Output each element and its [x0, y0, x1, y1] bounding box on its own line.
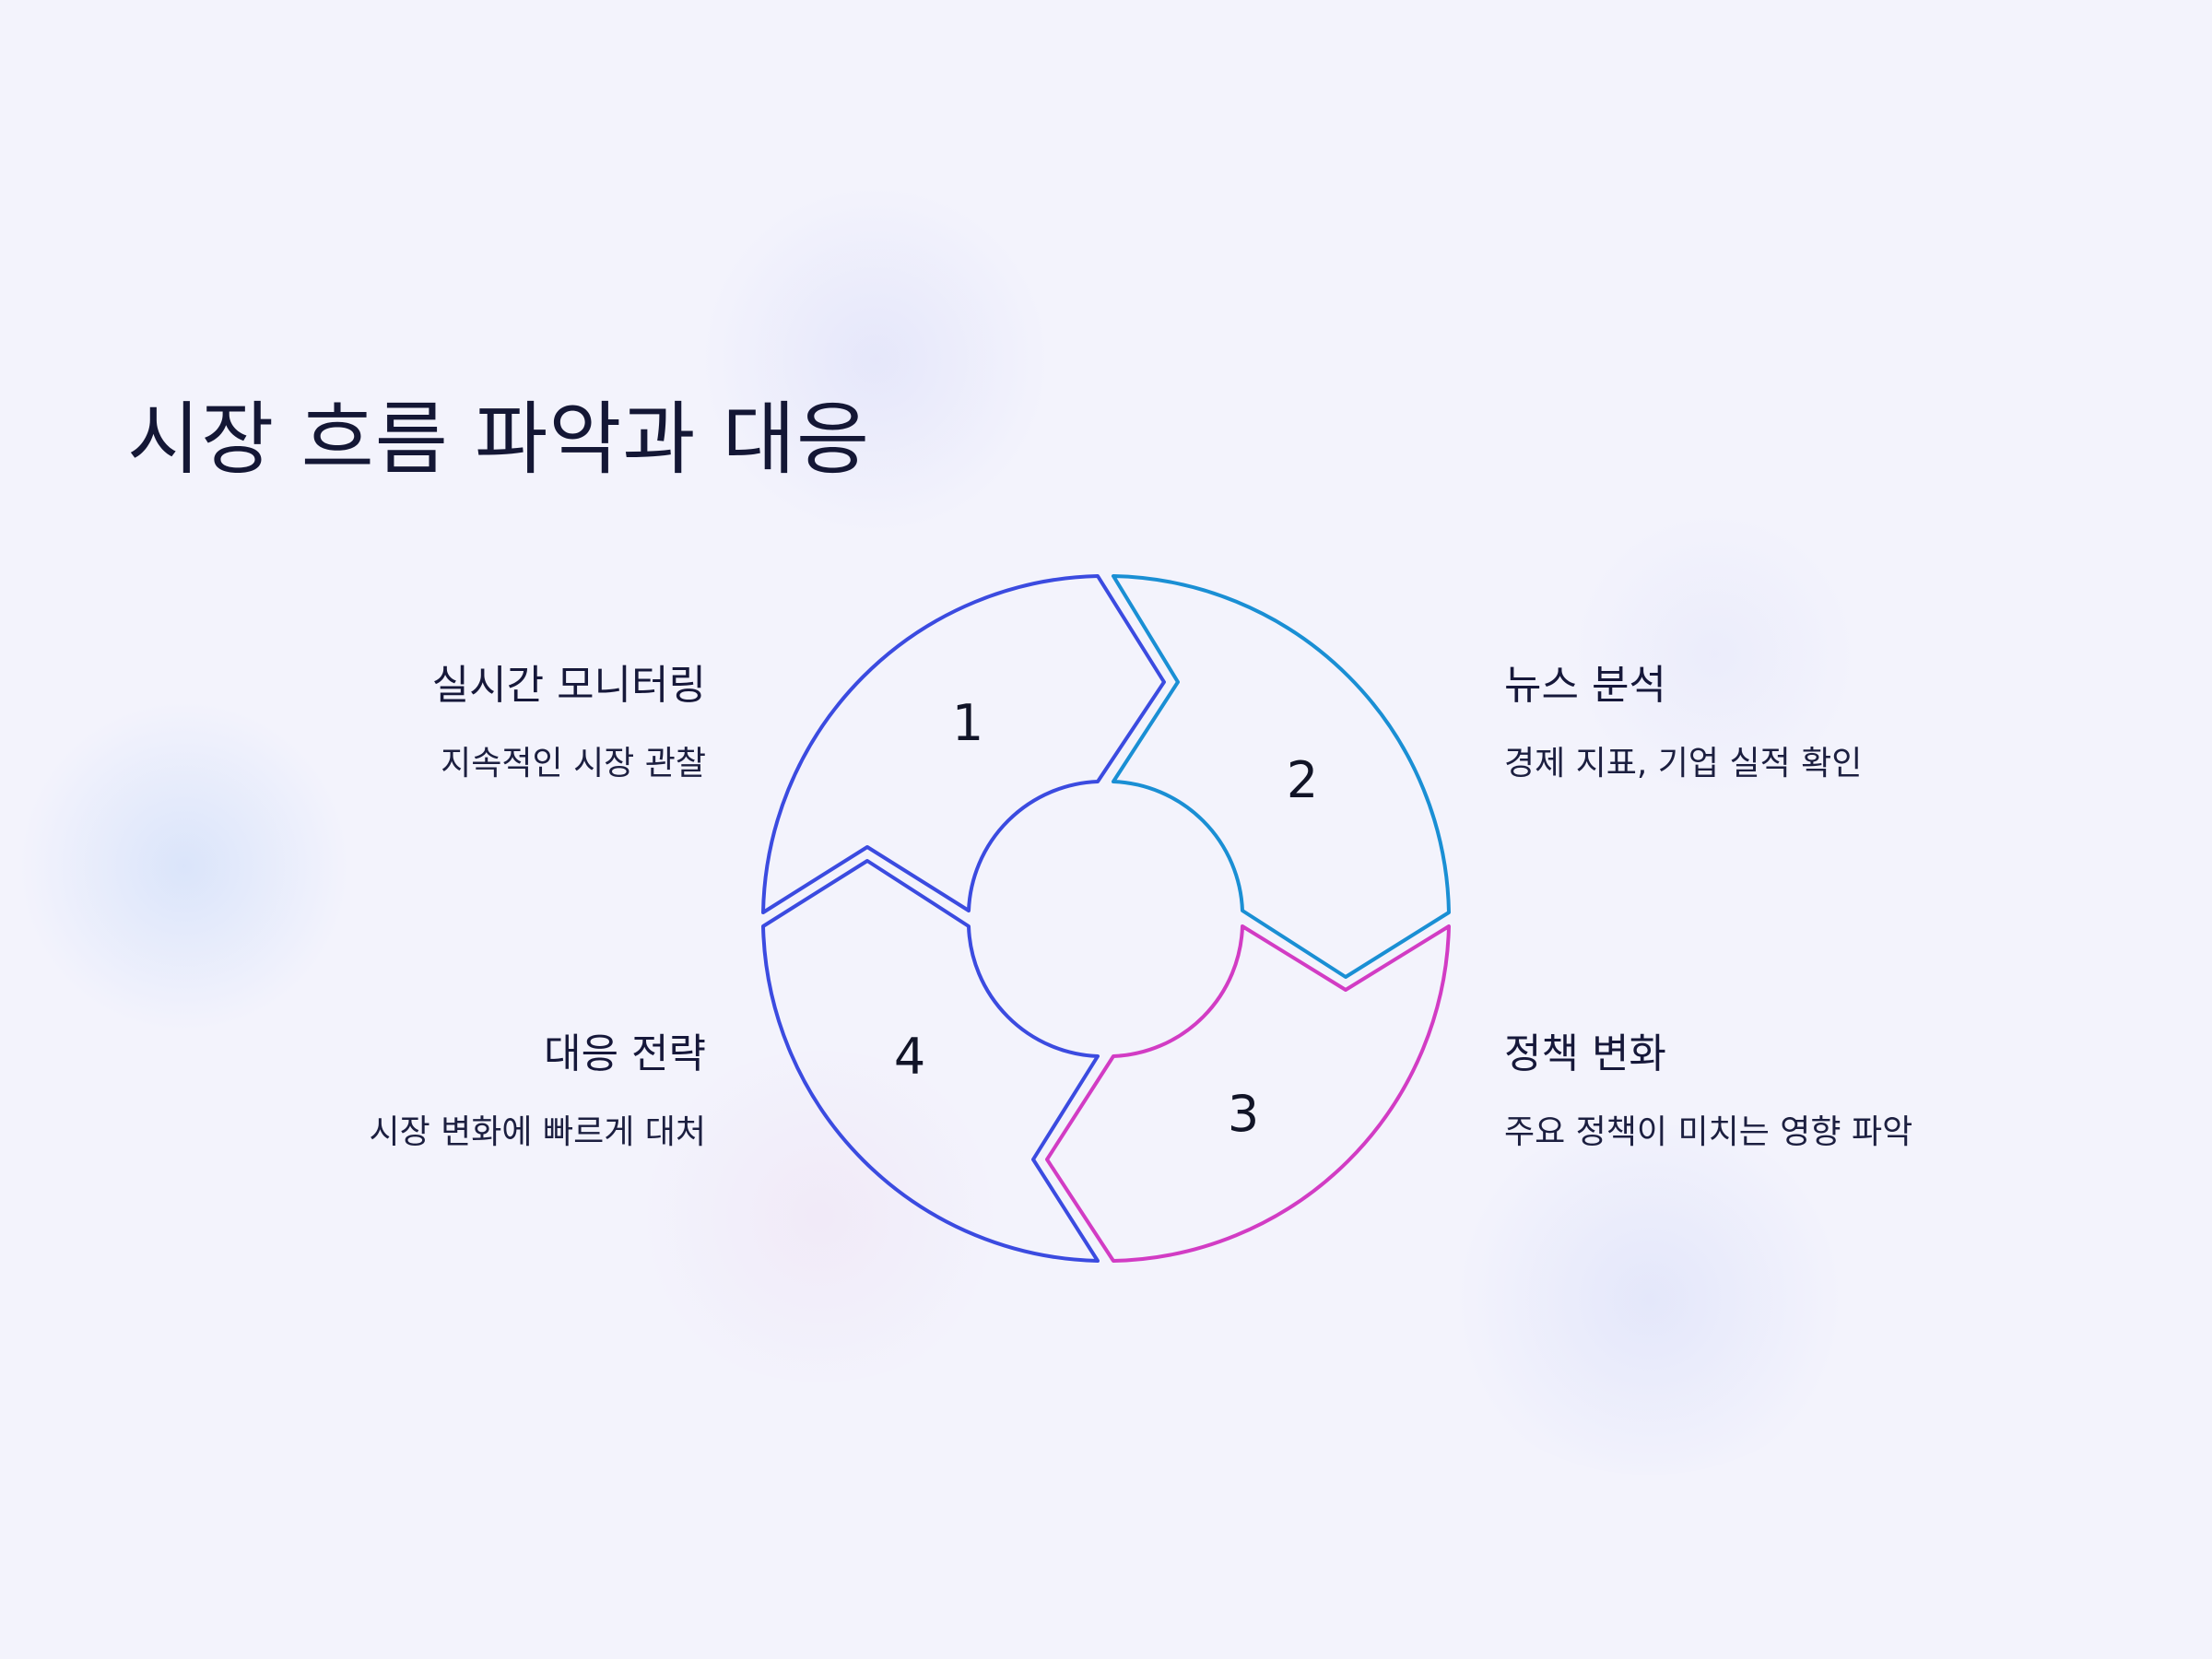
step-label-2: 뉴스 분석 경제 지표, 기업 실적 확인	[1504, 662, 2020, 783]
step-description: 지속적인 시장 관찰	[441, 744, 706, 782]
cycle-segment-4	[761, 859, 1100, 1263]
step-number-3: 3	[1228, 1085, 1259, 1143]
page-title: 시장 흐름 파악과 대응	[127, 394, 871, 486]
step-label-3: 정책 변화 주요 정책이 미치는 영향 파악	[1504, 1030, 2020, 1152]
step-title: 뉴스 분석	[1504, 662, 1666, 709]
step-description: 경제 지표, 기업 실적 확인	[1504, 744, 1863, 782]
step-number-1: 1	[952, 694, 983, 752]
step-label-4: 대응 전략 시장 변화에 빠르게 대처	[190, 1030, 706, 1152]
step-description: 시장 변화에 빠르게 대처	[369, 1112, 706, 1151]
step-number-2: 2	[1287, 751, 1318, 809]
step-label-1: 실시간 모니터링 지속적인 시장 관찰	[190, 662, 706, 783]
cycle-segment-1	[761, 574, 1166, 914]
step-title: 정책 변화	[1504, 1030, 1666, 1077]
cycle-segment-3	[1045, 924, 1451, 1263]
step-title: 실시간 모니터링	[431, 662, 706, 709]
cycle-segment-2	[1112, 574, 1451, 979]
step-number-4: 4	[894, 1028, 925, 1086]
step-title: 대응 전략	[544, 1030, 706, 1077]
step-description: 주요 정책이 미치는 영향 파악	[1504, 1112, 1913, 1151]
